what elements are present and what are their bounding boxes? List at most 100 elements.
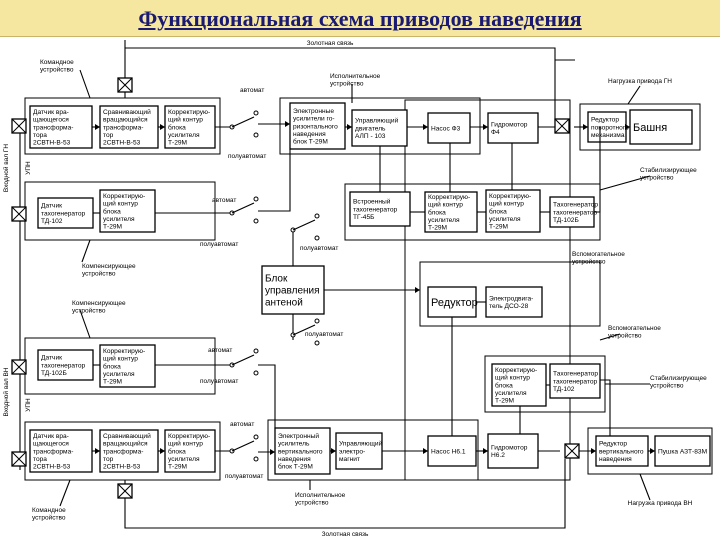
side-label-uph: УПН [25,161,32,175]
coupling-cross [11,118,27,134]
leader-line [59,479,71,507]
arrow-head [423,124,428,130]
group-aux-gn [419,261,601,327]
switch-contact [253,456,259,462]
switch-mode-label: полуавтомат [305,331,343,338]
switch-blade [231,202,255,214]
arrow-head [591,448,596,454]
coupling-cross [554,118,570,134]
arrow-head [95,124,100,130]
gn-pump-box [427,112,471,144]
feedback-label-top: Золотная связь [307,40,354,47]
switch-contact [253,110,259,116]
electromotor-block: Электродвига-тель ДСО-28 [485,286,543,318]
gn-corr1-box [164,105,216,149]
reducer-label: Редуктор [431,297,478,309]
gn-pump-block: Насос Ф3 [427,112,471,144]
turret-block: Башня [629,109,693,145]
gn-pump-label: Насос Ф3 [431,125,461,132]
switch-contact [314,340,320,346]
link [258,364,276,428]
vn-pump-block: Насос Н6.1 [427,435,477,467]
switch-blade [231,116,255,128]
switch-contact [253,218,259,224]
object-vn-text: Нагрузка привода ВН [628,500,693,507]
feedback-line-top [124,47,556,120]
vn-hydromotor-box [487,433,539,469]
arrow-head [331,448,336,454]
vn-tacho3-box [549,363,601,399]
leader-line [599,333,621,341]
coupling-cross [11,206,27,222]
turret-label: Башня [633,122,667,134]
gun-block: Пушка АЗТ-83М [654,435,711,467]
gn-sensor-box [29,105,93,149]
feedback-label-bottom: Золотная связь [322,531,369,538]
gn-hydromotor-box [487,112,539,144]
side-label-gn: Входной вал ГН [2,144,10,192]
gn-tacho2-box [549,196,595,228]
side-label-vn: Входной вал ВН [2,367,10,416]
switch-mode-label: полуавтомат [225,473,263,480]
vn-sensor-box [29,429,93,473]
arrow-head [160,448,165,454]
coupling-cross [564,443,580,459]
arrow-head [583,124,588,130]
switch-contact [253,348,259,354]
switch-mode-label: автомат [212,197,236,204]
link [258,149,291,212]
gn-amp-box [289,102,346,150]
switch-mode-label: полуавтомат [200,241,238,248]
switch-contact [253,434,259,440]
leader-line [639,473,651,501]
arrow-head [95,448,100,454]
leader-line [599,175,651,191]
switch-mode-label: автомат [230,421,254,428]
arrow-head [270,449,275,455]
switch-blade [231,354,255,366]
arrow-head [483,124,488,130]
coupling-cross [11,359,27,375]
side-label-uph2: УПН [25,398,32,412]
switch-mode-label: полуавтомат [200,378,238,385]
gun-box [654,435,711,467]
switch-contact [253,370,259,376]
title-bar: Функциональная схема приводов наведения [0,0,720,37]
switch-contact [253,196,259,202]
gn-motor-box [351,109,408,147]
